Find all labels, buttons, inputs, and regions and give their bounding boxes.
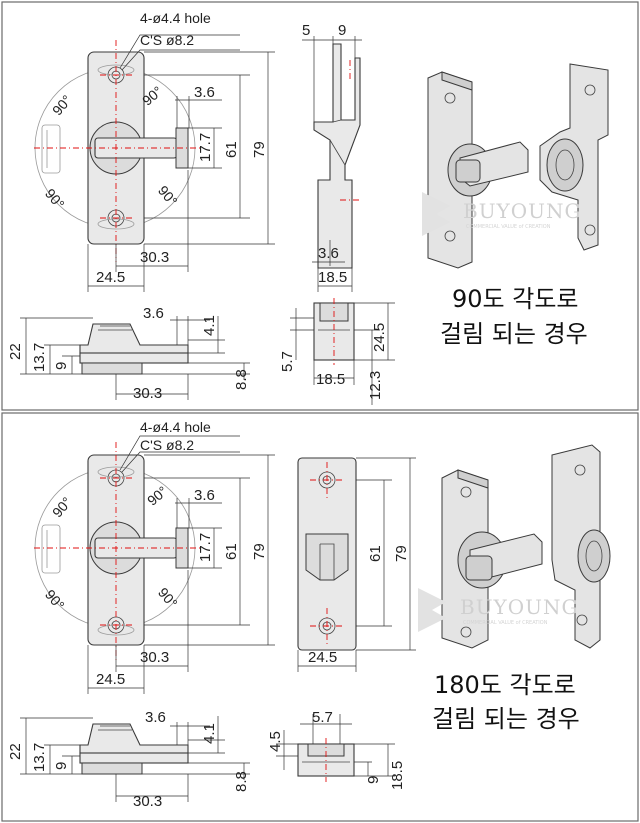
- top-watermark-tagline: COMMERCIAL VALUE of CREATION: [466, 224, 551, 230]
- top-front-dimensions: [87, 51, 275, 292]
- bottom-caption-line2: 걸림 되는 경우: [432, 705, 580, 733]
- bottom-front-dimensions: [87, 454, 275, 694]
- top-side-dim-18-5: 18.5: [318, 269, 347, 286]
- bottom-end-view: [276, 714, 395, 782]
- bottom-end-dim-4-5: 4.5: [267, 731, 284, 752]
- bottom-bottom-dim-13-7: 13.7: [31, 743, 48, 772]
- top-end-dim-5-7: 5.7: [279, 351, 296, 372]
- top-side-dim-5: 5: [302, 22, 310, 39]
- bottom-bottom-dim-4-1: 4.1: [201, 723, 218, 744]
- top-isometric-parts: [427, 63, 609, 269]
- bottom-front-dim-79: 79: [251, 543, 268, 560]
- bottom-front-dim-61: 61: [223, 543, 240, 560]
- top-side-view: [302, 36, 362, 292]
- bottom-end-dim-9: 9: [365, 776, 382, 784]
- bottom-hole-label: 4-ø4.4 hole: [140, 419, 211, 435]
- top-front-dim-17-7: 17.7: [197, 133, 214, 162]
- top-bottom-dim-9: 9: [53, 362, 70, 370]
- bottom-side-dim-61: 61: [367, 545, 384, 562]
- top-bottom-dim-22: 22: [7, 343, 24, 360]
- top-caption-line1: 90도 각도로: [452, 285, 579, 313]
- bottom-bottom-dim-30-3: 30.3: [133, 793, 162, 810]
- bottom-bottom-dim-3-6: 3.6: [145, 709, 166, 726]
- bottom-caption-line1: 180도 각도로: [434, 671, 576, 699]
- top-bottom-dim-8-8: 8.8: [233, 369, 250, 390]
- bottom-end-dim-5-7: 5.7: [312, 709, 333, 726]
- bottom-side-dim-24-5: 24.5: [308, 649, 337, 666]
- top-bottom-dim-3-6: 3.6: [143, 305, 164, 322]
- top-bottom-view: [20, 316, 250, 400]
- top-bottom-dim-4-1: 4.1: [201, 315, 218, 336]
- top-watermark-brand: BUYOUNG: [463, 199, 581, 223]
- top-caption-line2: 걸림 되는 경우: [440, 320, 588, 348]
- bottom-isometric-parts: [441, 444, 611, 649]
- top-end-dim-24-5: 24.5: [371, 323, 388, 352]
- top-front-dim-24-5: 24.5: [96, 269, 125, 286]
- bottom-front-dim-30-3: 30.3: [140, 649, 169, 666]
- top-bottom-dim-13-7: 13.7: [31, 343, 48, 372]
- top-side-dim-9: 9: [338, 22, 346, 39]
- bottom-bottom-dim-8-8: 8.8: [233, 771, 250, 792]
- bottom-bottom-dim-22: 22: [7, 743, 24, 760]
- bottom-side-view: [297, 457, 416, 672]
- bottom-watermark: BUYOUNG COMMERCIAL VALUE of CREATION: [418, 588, 578, 632]
- bottom-watermark-tagline: COMMERCIAL VALUE of CREATION: [463, 620, 548, 626]
- bottom-front-view: [34, 435, 240, 660]
- bottom-front-dim-3-6: 3.6: [194, 487, 215, 504]
- top-hole-label: 4-ø4.4 hole: [140, 10, 211, 26]
- top-watermark: BUYOUNG COMMERCIAL VALUE of CREATION: [422, 192, 581, 236]
- bottom-watermark-brand: BUYOUNG: [460, 595, 578, 619]
- top-front-dim-3-6: 3.6: [194, 84, 215, 101]
- bottom-cs-label: C'S ø8.2: [140, 437, 194, 453]
- top-side-dim-3-6: 3.6: [318, 245, 339, 262]
- bottom-bottom-dim-9: 9: [53, 762, 70, 770]
- top-end-dim-12-3: 12.3: [367, 371, 384, 400]
- bottom-side-dim-79: 79: [393, 545, 410, 562]
- top-bottom-dim-30-3: 30.3: [133, 385, 162, 402]
- top-front-dim-30-3: 30.3: [140, 249, 169, 266]
- top-end-view: [290, 298, 395, 405]
- top-ghost-latch: [41, 124, 61, 174]
- bottom-end-dim-18-5: 18.5: [389, 761, 406, 790]
- bottom-iso-keeper: [551, 444, 601, 649]
- top-end-dim-18-5: 18.5: [316, 371, 345, 388]
- top-front-view: [34, 34, 240, 262]
- top-front-dim-61: 61: [223, 141, 240, 158]
- top-front-dim-79: 79: [251, 141, 268, 158]
- bottom-front-dim-24-5: 24.5: [96, 671, 125, 688]
- top-cs-label: C'S ø8.2: [140, 32, 194, 48]
- bottom-bottom-view: [20, 716, 250, 802]
- bottom-front-dim-17-7: 17.7: [197, 533, 214, 562]
